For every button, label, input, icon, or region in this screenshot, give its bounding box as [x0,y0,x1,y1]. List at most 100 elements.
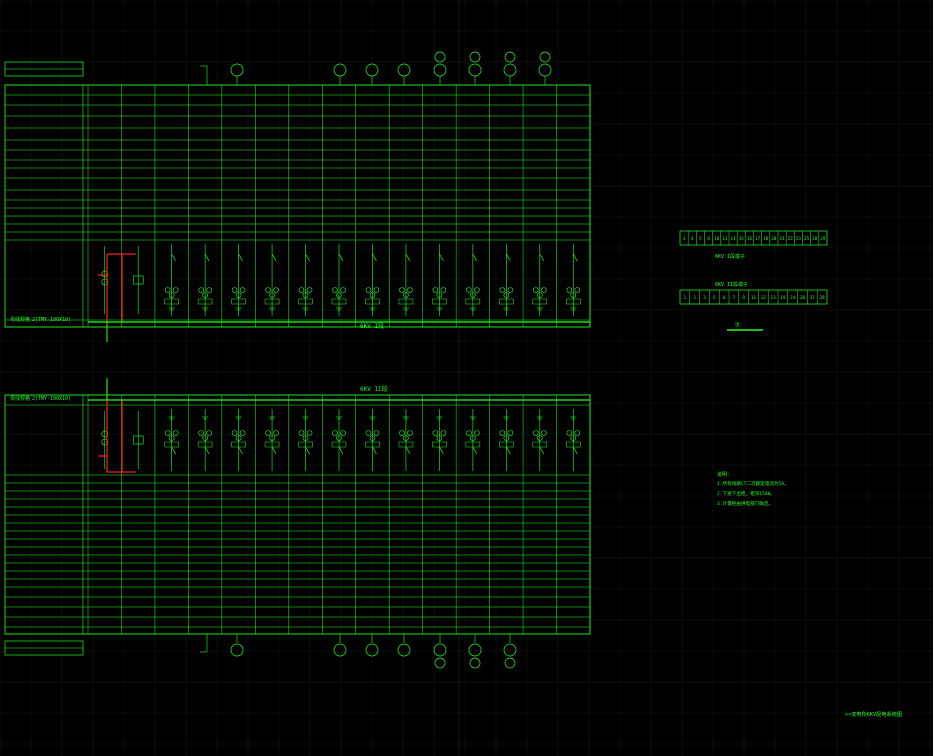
terminal-cell-number: 20 [771,236,777,241]
terminal-cell-number: 17 [755,236,761,241]
ct-icon [302,292,309,298]
pt-icon [101,278,109,286]
meter-box [164,298,179,305]
terminal-cell-number: 28 [812,236,818,241]
terminal-cell-number: 1 [684,295,687,300]
terminal-cell-number: 13 [771,295,777,300]
terminal-cell-number: 2 [693,295,696,300]
ct-icon [499,287,506,293]
strip-top-label: 6KV I段端子 [715,253,745,260]
transformer-icon [539,51,551,63]
ct-icon [373,287,380,293]
transformer-icon [504,51,516,63]
terminal-cell-number: 18 [763,236,769,241]
note-1: 1.所有线路CT二次额定电流为5A。 [717,480,789,487]
terminal-strip [679,289,828,305]
switch-blade [439,446,444,455]
ct-icon [566,287,573,293]
transformer-icon [469,657,481,669]
meter-box [499,441,514,448]
meter-box [365,441,380,448]
switch-blade [305,446,310,455]
meter-box [432,441,447,448]
ct-icon [164,287,171,293]
ct-icon [466,430,472,436]
meter-box [465,298,481,305]
ct-icon [436,435,443,441]
ct-icon [365,287,372,293]
switch-blade [372,446,377,455]
switch-blade [171,253,176,262]
ct-icon [503,435,510,441]
bus-spec-label-bottom: 母线规格 [10,395,30,402]
terminal-cell-number: 13 [722,236,728,241]
cable-head-icon [333,643,347,657]
ct-icon [566,430,573,436]
ct-icon [369,435,376,441]
ct-icon [574,430,581,436]
ct-icon [574,287,581,293]
switch-blade [472,253,478,262]
ct-icon [403,435,409,441]
bus-spec-bottom: 2(TMY-100X10) [32,396,71,402]
meter-box [298,298,313,305]
ct-icon [198,287,204,293]
switch-blade [238,446,243,455]
meter-box [566,441,581,448]
ct-icon [474,430,480,436]
transformer-icon [434,657,446,669]
meter-box [231,298,246,305]
fuse-box [132,275,144,285]
meter-box [532,441,548,448]
ct-icon [206,430,212,436]
ct-icon [198,430,204,436]
ct-icon [399,287,405,293]
switch-blade [271,446,277,455]
ct-icon [340,287,346,293]
ct-icon [231,287,238,293]
switch-blade [439,253,444,262]
ct-icon [235,292,242,298]
ct-icon [369,292,376,298]
meter-box [532,298,548,305]
cable-head-icon [365,643,379,657]
switch-blade [372,253,377,262]
terminal-cell-number: 19 [780,295,786,300]
ct-icon [399,430,405,436]
meter-box [197,298,213,305]
ct-icon [432,430,439,436]
meter-box [331,441,347,448]
switch-blade [238,253,243,262]
bus-label-top: 6KV I段 [360,322,384,330]
ct-icon [440,287,447,293]
ct-icon [432,287,439,293]
ct-icon [273,287,279,293]
ct-icon [373,430,380,436]
switch-blade [405,253,411,262]
meter-box [398,441,414,448]
ct-icon [540,287,547,293]
terminal-cell-number: 16 [747,236,753,241]
bus-spec-top: 2(TMY-100X10) [32,317,71,323]
cable-head-icon [503,643,517,657]
ct-icon [273,430,279,436]
terminal-cell-number: 4 [691,236,694,241]
terminal-cell-number: 3 [683,236,686,241]
ct-icon [202,435,208,441]
cable-head-icon [433,643,447,657]
switch-blade [506,446,511,455]
fuse-box [132,435,144,445]
title-block: ××变电所6KV配电系统图 [845,710,902,718]
ct-icon [470,435,476,441]
ct-icon [235,435,242,441]
ct-icon [269,292,275,298]
cable-head-icon [230,643,244,657]
ct-icon [231,430,238,436]
ct-icon [570,435,577,441]
ct-icon [470,292,476,298]
meter-box [331,298,347,305]
ct-icon [306,287,313,293]
